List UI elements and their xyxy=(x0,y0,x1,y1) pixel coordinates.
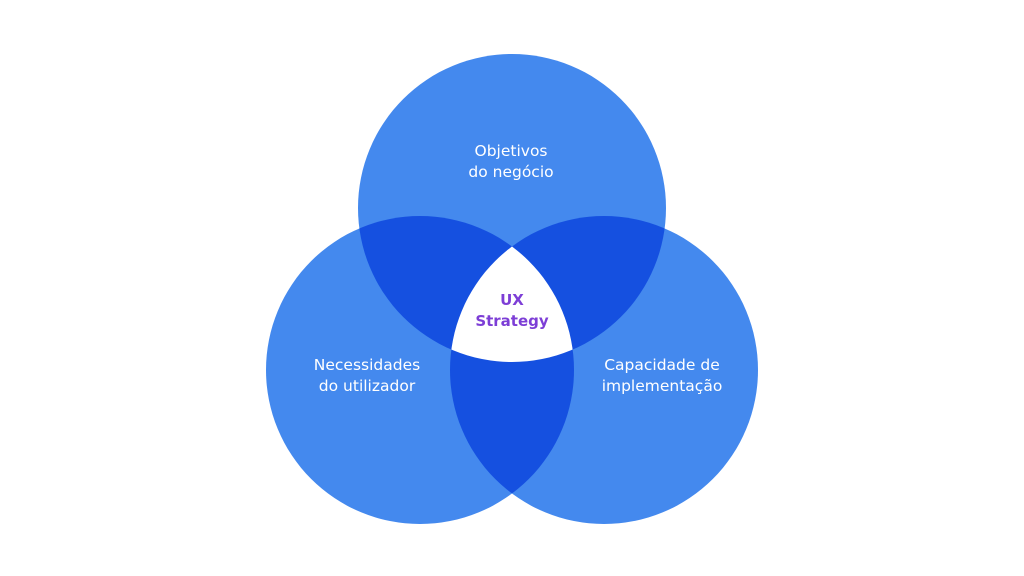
label-user-needs-line2: do utilizador xyxy=(318,377,416,395)
center-label-line1: UX xyxy=(500,291,524,309)
label-implementation-capacity-line1: Capacidade de xyxy=(604,356,720,374)
label-implementation-capacity-line2: implementação xyxy=(601,377,723,395)
label-business-goals-line2: do negócio xyxy=(468,163,554,181)
center-intersection xyxy=(450,216,574,362)
label-business-goals: Objetivos do negócio xyxy=(401,141,621,183)
label-user-needs: Necessidades do utilizador xyxy=(257,355,477,397)
center-label-line2: Strategy xyxy=(475,312,549,330)
center-label-ux-strategy: UX Strategy xyxy=(451,290,573,332)
label-user-needs-line1: Necessidades xyxy=(313,356,421,374)
label-business-goals-line1: Objetivos xyxy=(474,142,548,160)
label-implementation-capacity: Capacidade de implementação xyxy=(552,355,772,397)
